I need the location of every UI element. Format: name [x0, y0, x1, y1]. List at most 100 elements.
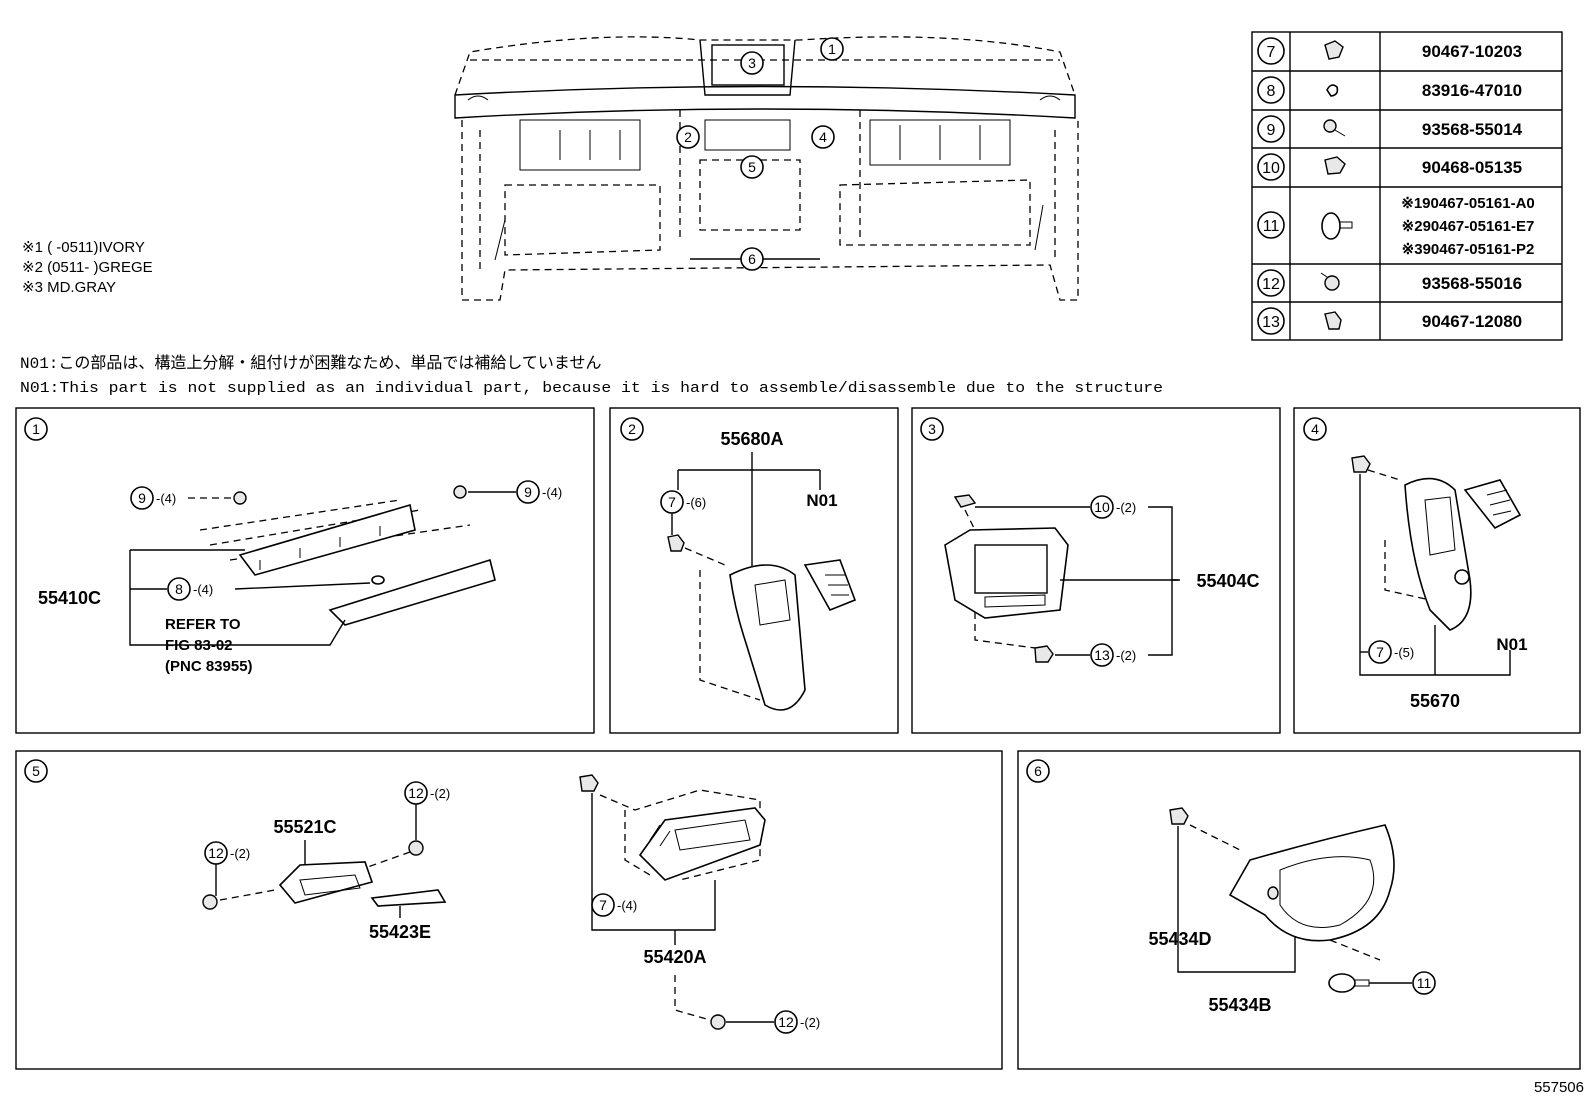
cushion-icon: [1326, 84, 1339, 97]
table-row: 12 93568-55016: [1257, 269, 1522, 297]
panel-1: 1 9 -(4) 9 -(4) 8 -(4) 55410C REFER TO F…: [15, 407, 595, 734]
clip-icon: [667, 534, 685, 552]
n01-label: N01: [806, 491, 837, 510]
svg-text:7: 7: [1376, 644, 1384, 660]
svg-text:-(4): -(4): [193, 582, 213, 597]
clip-icon: [1324, 156, 1346, 175]
screw-icon: [710, 1014, 726, 1030]
svg-text:3: 3: [928, 421, 936, 437]
n01-note-japanese: N01:この部品は、構造上分解・組付けが困難なため、単品では補給していません: [20, 354, 601, 373]
panel-5: 5 12 -(2) 12 -(2) 55521C 55423E 7 -(4) 5…: [15, 750, 1003, 1070]
panel-6: 6 55434D 55434B 11: [1017, 750, 1581, 1070]
clip-icon: [1324, 311, 1342, 330]
svg-text:4: 4: [819, 129, 827, 145]
svg-text:※390467-05161-P2: ※390467-05161-P2: [1402, 241, 1535, 258]
overview-callout-6: 6: [690, 247, 820, 271]
table-row: 8 83916-47010: [1257, 76, 1522, 104]
push-pin-icon: [1328, 973, 1370, 993]
svg-text:5: 5: [748, 159, 756, 175]
svg-text:-(6): -(6): [686, 495, 706, 510]
clip-icon: [1034, 645, 1054, 663]
svg-text:93568-55014: 93568-55014: [1422, 120, 1523, 139]
pnc-55434d: 55434D: [1148, 929, 1211, 949]
clip-icon: [1169, 807, 1189, 825]
svg-text:-(4): -(4): [156, 491, 176, 506]
svg-text:4: 4: [1311, 421, 1319, 437]
table-row: 10 90468-05135: [1257, 153, 1522, 181]
svg-text:7: 7: [668, 494, 676, 510]
pnc-55423e: 55423E: [369, 922, 431, 942]
pnc-55420a: 55420A: [643, 947, 706, 967]
svg-text:FIG 83-02: FIG 83-02: [165, 637, 233, 654]
push-pin-icon: [1321, 212, 1353, 240]
svg-text:90467-12080: 90467-12080: [1422, 312, 1522, 331]
svg-text:2: 2: [628, 421, 636, 437]
svg-text:83916-47010: 83916-47010: [1422, 81, 1522, 100]
svg-text:8: 8: [175, 581, 183, 597]
svg-text:1: 1: [32, 421, 40, 437]
svg-text:7: 7: [1267, 44, 1276, 61]
svg-text:-(5): -(5): [1394, 645, 1414, 660]
svg-text:-(2): -(2): [1116, 500, 1136, 515]
color-note-3: ※3 MD.GRAY: [22, 279, 116, 296]
n01-note-english: N01:This part is not supplied as an indi…: [20, 380, 1163, 397]
overview-callout-2: 2: [676, 125, 700, 149]
svg-text:7: 7: [599, 897, 607, 913]
svg-text:-(2): -(2): [800, 1015, 820, 1030]
panel-3: 3 10 -(2) 55404C 13 -(2): [911, 407, 1281, 734]
svg-text:93568-55016: 93568-55016: [1422, 274, 1522, 293]
clip-icon: [953, 494, 977, 508]
pnc-55521c: 55521C: [273, 817, 336, 837]
overview-callout-3: 3: [740, 51, 764, 75]
svg-text:-(4): -(4): [542, 485, 562, 500]
svg-text:1: 1: [828, 41, 836, 57]
panel-4: 4 7 -(5) N01 55670: [1293, 407, 1581, 734]
clip-icon: [1351, 455, 1371, 473]
svg-text:12: 12: [208, 845, 224, 861]
color-note-1: ※1 ( -0511)IVORY: [22, 239, 145, 256]
svg-text:11: 11: [1417, 975, 1432, 991]
svg-text:※290467-05161-E7: ※290467-05161-E7: [1402, 218, 1535, 235]
svg-text:2: 2: [684, 129, 692, 145]
svg-text:-(2): -(2): [430, 786, 450, 801]
screw-icon: [408, 840, 424, 856]
dashboard-overview: 1 2 3 4 5 6: [454, 36, 1079, 301]
pnc-55434b: 55434B: [1208, 995, 1271, 1015]
screw-icon: [1320, 272, 1340, 291]
svg-text:-(2): -(2): [1116, 648, 1136, 663]
figure-id: 557506: [1534, 1079, 1584, 1096]
svg-text:8: 8: [1267, 83, 1276, 100]
panel-2: 2 55680A 7 -(6) N01: [609, 407, 899, 734]
svg-text:9: 9: [1267, 122, 1276, 139]
svg-text:10: 10: [1094, 499, 1110, 515]
pnc-55410c: 55410C: [38, 588, 101, 608]
table-row: 7 90467-10203: [1257, 37, 1522, 65]
svg-text:-(2): -(2): [230, 846, 250, 861]
svg-text:13: 13: [1262, 314, 1280, 331]
svg-text:9: 9: [524, 484, 532, 500]
overview-callout-1: 1: [820, 37, 844, 61]
pnc-55404c: 55404C: [1196, 571, 1259, 591]
overview-callout-4: 4: [811, 125, 835, 149]
svg-text:12: 12: [408, 785, 424, 801]
svg-text:-(4): -(4): [617, 898, 637, 913]
screw-icon: [1323, 119, 1346, 137]
svg-text:(PNC 83955): (PNC 83955): [165, 658, 253, 675]
svg-text:10: 10: [1262, 160, 1280, 177]
screw-icon: [453, 485, 467, 499]
svg-text:※190467-05161-A0: ※190467-05161-A0: [1401, 195, 1535, 212]
pnc-55670: 55670: [1410, 691, 1460, 711]
svg-text:12: 12: [778, 1014, 794, 1030]
table-row: 9 93568-55014: [1257, 115, 1523, 143]
svg-text:90467-10203: 90467-10203: [1422, 42, 1522, 61]
svg-text:REFER TO: REFER TO: [165, 616, 241, 633]
svg-text:6: 6: [748, 251, 756, 267]
color-note-2: ※2 (0511- )GREGE: [22, 259, 153, 276]
svg-text:5: 5: [32, 763, 40, 779]
n01-label: N01: [1496, 635, 1527, 654]
svg-text:9: 9: [138, 490, 146, 506]
parts-table: 7 90467-10203 8 83916-47010 9 93568-5501…: [1251, 31, 1563, 341]
screw-icon: [233, 491, 247, 505]
svg-text:12: 12: [1262, 276, 1280, 293]
